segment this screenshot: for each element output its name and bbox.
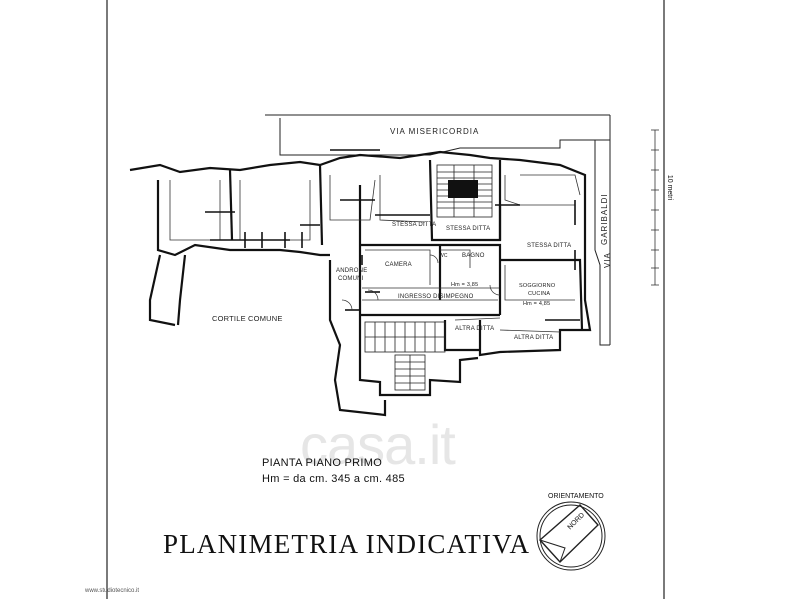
street-label-garibaldi: GARIBALDI (600, 193, 609, 245)
compass (536, 501, 606, 571)
label-hm-485: Hm = 4,85 (523, 301, 551, 307)
label-altra-ditta-1: ALTRA DITTA (455, 326, 495, 332)
street-label-misericordia: VIA MISERICORDIA (390, 127, 480, 136)
sheet-frame (106, 0, 665, 599)
footer-note: www.studiotecnico.it (85, 588, 140, 594)
label-altra-ditta-2: ALTRA DITTA (514, 335, 554, 341)
label-cortile-comune: CORTILE COMUNE (212, 314, 283, 323)
label-bagno: BAGNO (462, 253, 485, 259)
staircase-north (436, 164, 493, 218)
label-stessa-ditta-1: STESSA DITTA (392, 222, 437, 228)
label-soggiorno: SOGGIORNO (519, 283, 556, 289)
main-title: PLANIMETRIA INDICATIVA (163, 529, 531, 559)
label-camera: CAMERA (385, 262, 412, 268)
street-label-via: VIA (603, 252, 612, 268)
building-walls (129, 150, 592, 417)
label-hm-385: Hm = 3,85 (451, 282, 479, 288)
plan-height: Hm = da cm. 345 a cm. 485 (262, 473, 405, 485)
label-stessa-ditta-3: STESSA DITTA (527, 243, 572, 249)
street-outlines (265, 114, 611, 346)
door-swings (341, 254, 501, 311)
watermark-logo: casa.it (300, 413, 456, 476)
label-stessa-ditta-2: STESSA DITTA (446, 226, 491, 232)
label-cucina: CUCINA (528, 291, 551, 297)
staircase-main (364, 321, 446, 391)
label-ingresso-disimpegno: INGRESSO DISIMPEGNO (398, 294, 474, 300)
wall-hatching (205, 149, 580, 321)
label-wc: WC (439, 253, 448, 259)
label-comuni: COMUNI (338, 276, 364, 282)
scale-label: 10 metri (666, 174, 674, 201)
scale-bar (651, 129, 659, 286)
plan-title: PIANTA PIANO PRIMO (262, 457, 383, 469)
label-androne: ANDRONE (336, 268, 368, 274)
orientation-label: ORIENTAMENTO (548, 493, 604, 500)
